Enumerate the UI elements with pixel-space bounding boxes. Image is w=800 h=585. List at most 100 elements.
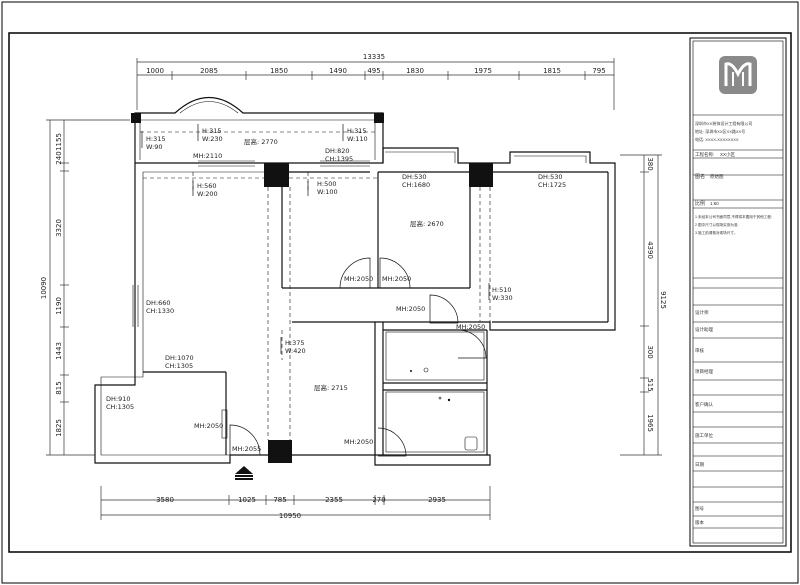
label-mh2050-f: MH:2050 — [344, 438, 373, 446]
label-h315-a: H:315 — [146, 135, 165, 143]
label-ch1395: CH:1395 — [325, 155, 353, 163]
dim-left-5: 1443 — [55, 342, 63, 360]
tb-row-6: 施工单位 — [695, 432, 713, 439]
label-mh2050-d: MH:2050 — [456, 323, 485, 331]
label-h375: H:375 — [285, 339, 304, 347]
dim-bottom-3: 785 — [273, 496, 286, 504]
label-w90: W:90 — [146, 143, 163, 151]
drawing-frame — [8, 32, 792, 553]
tb-row-7: 日期 — [695, 462, 704, 468]
dim-left-7: 1825 — [55, 419, 63, 437]
project-value: XX小区 — [720, 151, 736, 158]
dim-right-4: 515 — [646, 378, 654, 391]
label-w330: W:330 — [492, 294, 513, 302]
label-w200: W:200 — [197, 190, 218, 198]
dim-bottom-2: 1025 — [238, 496, 256, 504]
dim-top-7: 1975 — [474, 67, 492, 75]
dim-top-3: 1850 — [270, 67, 288, 75]
column — [268, 440, 292, 463]
left-dimension-lines — [46, 119, 130, 456]
dim-top-6: 1830 — [406, 67, 424, 75]
label-dh660: DH:660 — [146, 299, 171, 307]
label-room-height-2715: 层高: 2715 — [314, 383, 348, 392]
entrance-arrow-icon — [235, 466, 253, 480]
note-1: 1.未经本公司书面同意,不得将本图用于其他工程; — [695, 214, 772, 219]
dim-top-8: 1815 — [543, 67, 561, 75]
tb-row-2: 设计助理 — [695, 326, 713, 333]
dim-top-1: 1000 — [146, 67, 164, 75]
label-dh530-b: DH:530 — [538, 173, 563, 181]
label-w110: W:110 — [347, 135, 368, 143]
label-h500: H:500 — [317, 180, 336, 188]
label-w420: W:420 — [285, 347, 306, 355]
label-mh2050-a: MH:2050 — [344, 275, 373, 283]
label-ch1680: CH:1680 — [402, 181, 430, 189]
tb-row-5: 客户确认 — [695, 401, 713, 408]
dim-overall-right: 9125 — [659, 291, 667, 309]
label-w100: W:100 — [317, 188, 338, 196]
label-dh910: DH:910 — [106, 395, 131, 403]
dim-right-1: 380 — [646, 157, 654, 170]
column — [131, 113, 141, 123]
dim-left-6: 815 — [55, 381, 63, 394]
column — [469, 163, 493, 187]
section-markers — [141, 124, 490, 354]
label-mh2050-c: MH:2050 — [396, 305, 425, 313]
label-dh820: DH:820 — [325, 147, 350, 155]
dim-overall-top: 13335 — [363, 53, 385, 61]
label-h560: H:560 — [197, 182, 216, 190]
label-mh2055: MH:2055 — [232, 445, 261, 453]
column — [374, 113, 384, 123]
door-swing — [429, 294, 459, 324]
company-logo-icon — [719, 56, 757, 94]
company-line-3: 电话: XXXX-XXXXXXXX — [695, 136, 739, 142]
door-swing — [457, 329, 487, 359]
scale-label: 比例 — [695, 200, 705, 207]
dim-bottom-4: 2355 — [325, 496, 343, 504]
right-dimension-lines — [620, 154, 662, 456]
label-w230: W:230 — [202, 135, 223, 143]
tb-row-8: 图号 — [695, 506, 704, 512]
door-swing — [377, 427, 407, 457]
company-line-2: 地址: 深圳市XX区XX路XX号 — [695, 128, 745, 134]
label-ch1305-b: CH:1305 — [106, 403, 134, 411]
label-dh1070: DH:1070 — [165, 354, 194, 362]
dim-bottom-6: 2935 — [428, 496, 446, 504]
dim-bottom-1: 3580 — [156, 496, 174, 504]
door-swing — [229, 424, 261, 456]
top-dimension-lines — [136, 58, 615, 110]
label-ch1330: CH:1330 — [146, 307, 174, 315]
dim-top-9: 795 — [592, 67, 605, 75]
label-dh530-a: DH:530 — [402, 173, 427, 181]
label-h510: H:510 — [492, 286, 511, 294]
label-mh2110: MH:2110 — [193, 152, 222, 160]
windows — [132, 160, 370, 327]
tb-row-1: 设计师 — [695, 309, 709, 316]
tb-row-4: 项目经理 — [695, 368, 713, 375]
label-room-height-2770: 层高: 2770 — [244, 137, 278, 146]
scale-value: 1:60 — [710, 201, 719, 206]
sink-fixture — [423, 367, 429, 373]
tb-row-9: 版本 — [695, 519, 704, 526]
bottom-dimension-lines — [100, 486, 491, 520]
dim-top-2: 2085 — [200, 67, 218, 75]
dim-left-1: 1155 — [55, 133, 63, 151]
door-swing — [339, 257, 371, 289]
dim-left-3: 3320 — [55, 219, 63, 237]
door-swing — [379, 257, 411, 289]
note-3: 3.施工前请核对现场尺寸。 — [695, 230, 738, 235]
toilet-fixture — [464, 436, 478, 451]
label-mh2050-b: MH:2050 — [382, 275, 411, 283]
label-h315-b: H:315 — [202, 127, 221, 135]
kitchen-counter — [385, 331, 485, 381]
door-swings — [221, 257, 487, 457]
dim-right-2: 4390 — [646, 241, 654, 259]
label-ch1305-a: CH:1305 — [165, 362, 193, 370]
drawing-name-label: 图名 — [695, 173, 705, 180]
beam-lines — [140, 131, 491, 440]
label-room-height-2670: 层高: 2670 — [410, 219, 444, 228]
dim-top-5: 495 — [367, 67, 380, 75]
company-line-1: 深圳市XX装饰设计工程有限公司 — [695, 120, 752, 126]
